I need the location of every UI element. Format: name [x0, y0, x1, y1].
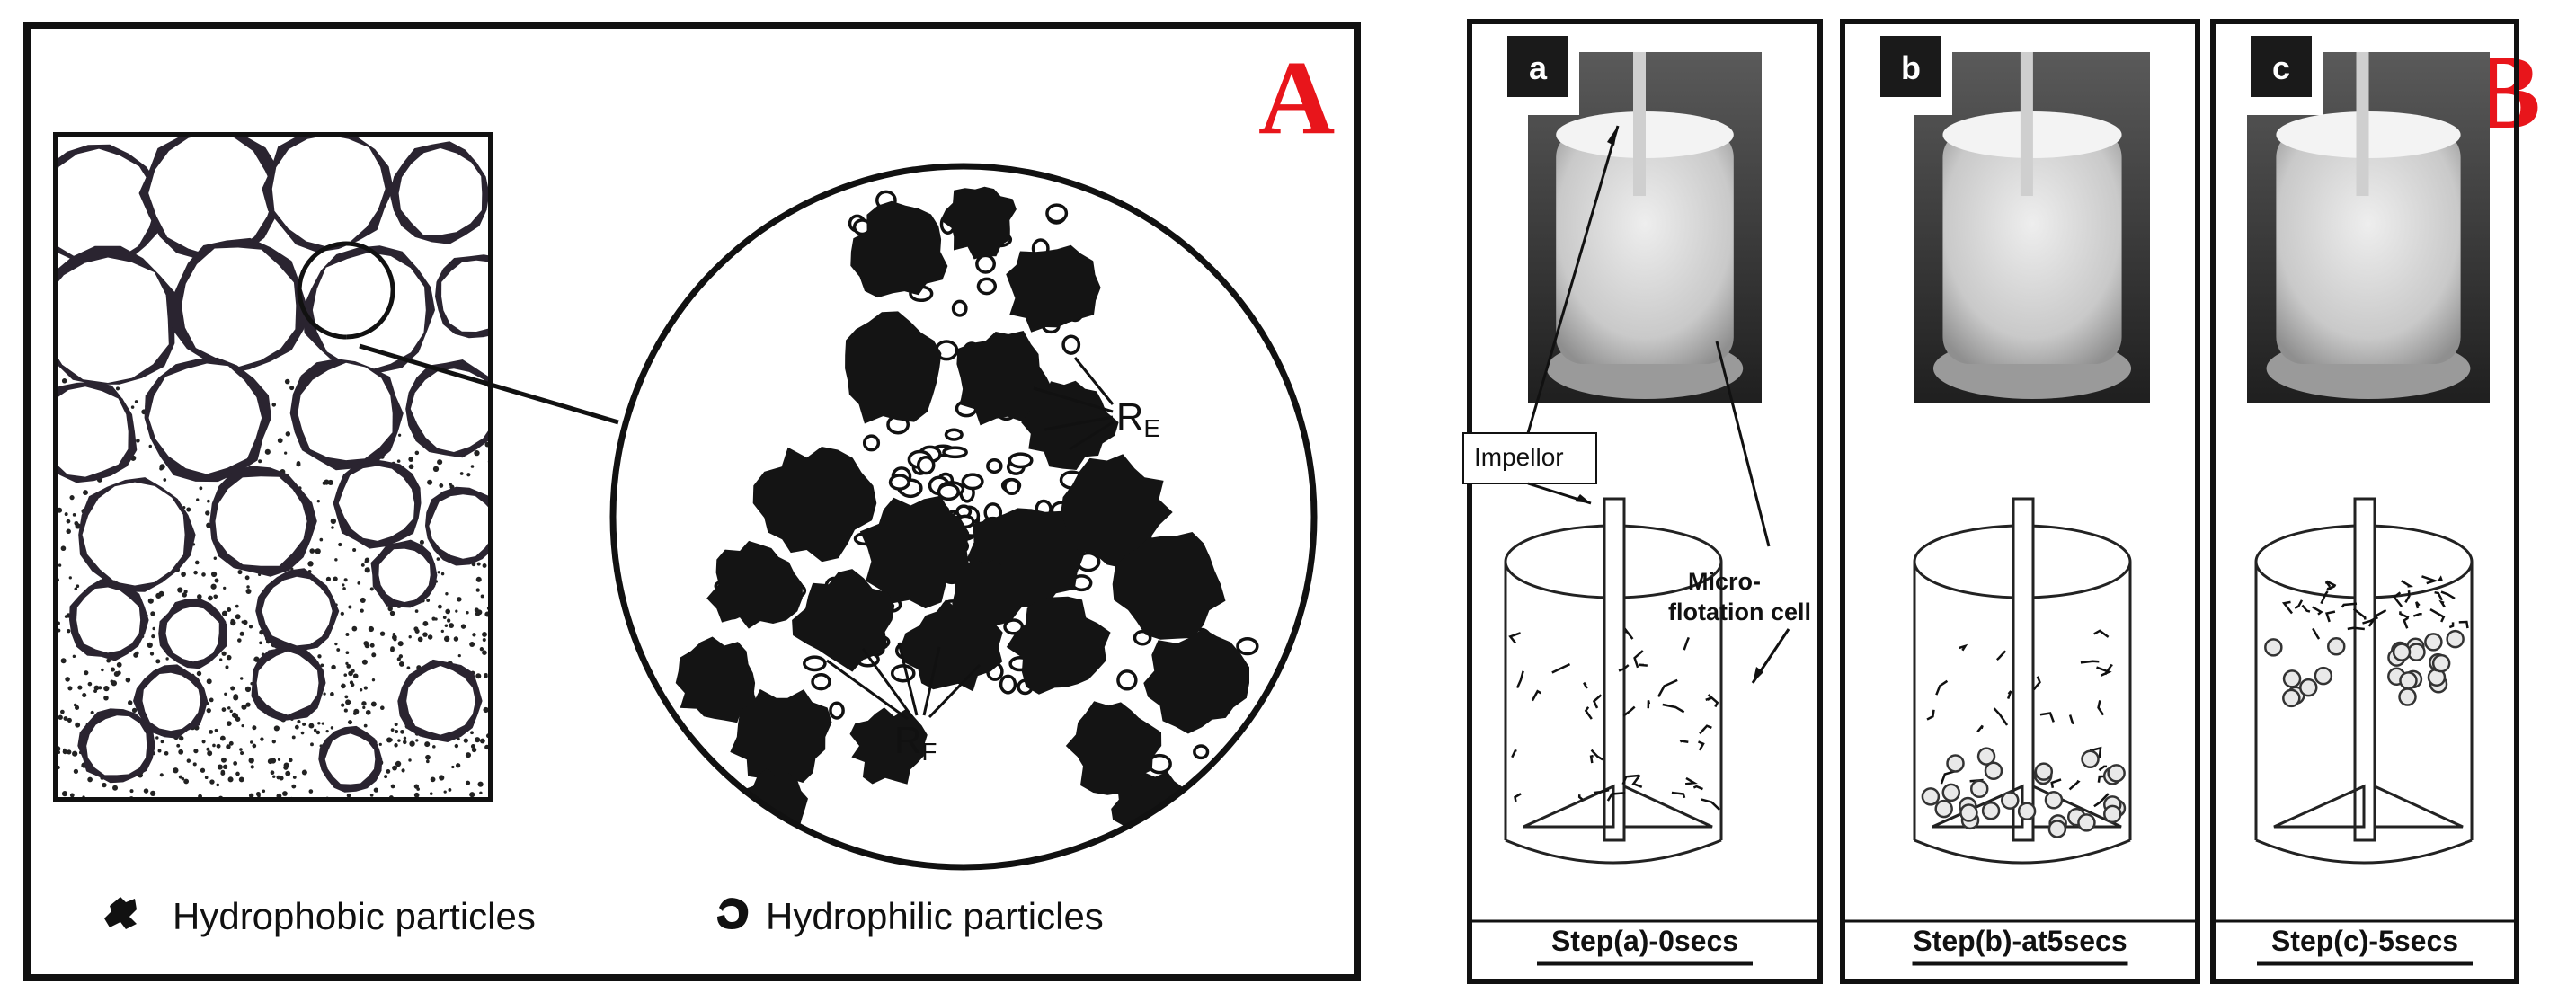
step-tag-c: c — [2240, 25, 2323, 115]
impellor-annotation: Impellor — [1462, 125, 1620, 505]
panel-b: B aStep(a)-0secsbStep(b)-at5secscStep(c)… — [1462, 19, 2572, 984]
step-tag-letter: b — [1901, 49, 1921, 86]
panel-a: A RE RF — [23, 22, 1361, 981]
step-tag-a: a — [1497, 25, 1579, 115]
legend-hydrophobic-label: Hydrophobic particles — [173, 895, 536, 937]
froth-column — [53, 132, 493, 802]
rf-annotation: RF — [826, 642, 982, 766]
step-caption-a: Step(a)-0secs — [1551, 925, 1738, 957]
step-tag-b: b — [1870, 25, 1952, 115]
re-annotation: RE — [1033, 357, 1160, 451]
photo-step-a — [1528, 52, 1762, 403]
photo-step-b — [1914, 52, 2150, 403]
cell-label-line1: Micro- — [1688, 568, 1761, 595]
hydrophobic-particle-icon — [104, 897, 137, 929]
cell-sketch-b — [1913, 497, 2132, 865]
hydrophilic-particle-icon — [717, 898, 749, 929]
magnifier-ring — [297, 241, 395, 340]
photo-step-c — [2247, 52, 2490, 403]
step-caption-c: Step(c)-5secs — [2271, 925, 2458, 957]
zoom-connector-line — [359, 343, 619, 425]
step-tag-letter: c — [2272, 49, 2290, 86]
legend: Hydrophobic particles Hydrophilic partic… — [104, 895, 1104, 937]
cell-sketch-a — [1504, 497, 1723, 865]
panel-a-letter: A — [1258, 39, 1335, 156]
re-label: RE — [1116, 395, 1160, 442]
cell-sketch-c — [2254, 497, 2474, 865]
cell-label-line2: flotation cell — [1668, 599, 1811, 625]
rf-label: RF — [894, 719, 937, 766]
step-tag-letter: a — [1529, 49, 1548, 86]
magnified-plateau-border — [609, 163, 1318, 871]
microflotation-cell-annotation: Micro- flotation cell — [1668, 341, 1811, 684]
step-caption-b: Step(b)-at5secs — [1913, 925, 2127, 957]
impellor-label: Impellor — [1474, 443, 1564, 471]
legend-hydrophilic-label: Hydrophilic particles — [766, 895, 1104, 937]
